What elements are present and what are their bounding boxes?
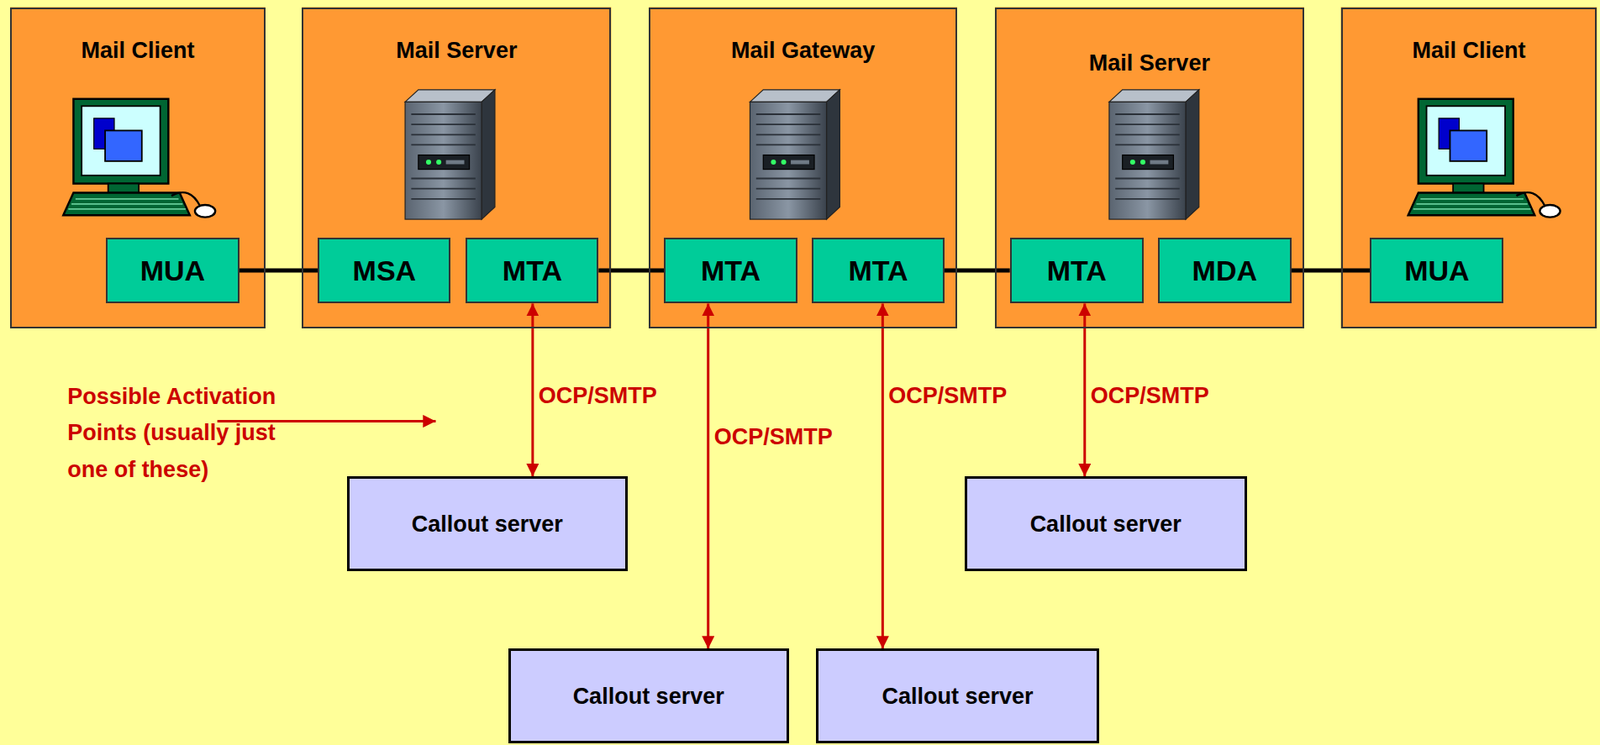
- host-fill: [301, 7, 611, 330]
- protocol-link: [881, 303, 885, 649]
- agent-box: MTA: [465, 237, 599, 305]
- agent-label: MTA: [502, 253, 563, 288]
- host-box: Mail ClientMUA: [10, 7, 266, 330]
- mail-link: [944, 268, 1011, 273]
- host-fill: [10, 7, 266, 330]
- agent-box: MUA: [1369, 237, 1504, 305]
- server-icon: [750, 89, 841, 220]
- agent-label: MSA: [352, 253, 417, 288]
- computer-icon: [63, 99, 216, 218]
- agent-box: MTA: [1010, 237, 1144, 305]
- agent-label: MUA: [1404, 253, 1469, 288]
- callout-server-box: Callout server: [815, 648, 1099, 744]
- callout-server-box: Callout server: [347, 476, 628, 572]
- edge-label: OCP/SMTP: [886, 382, 1009, 410]
- agent-label: MTA: [700, 253, 761, 288]
- agent-box: MSA: [317, 237, 451, 305]
- host-title: Mail Gateway: [731, 36, 875, 64]
- protocol-link: [531, 303, 534, 477]
- computer-icon: [1408, 99, 1561, 218]
- protocol-link: [706, 303, 710, 649]
- agent-label: MTA: [1047, 253, 1107, 288]
- agent-box: MTA: [811, 237, 945, 305]
- edge-label: OCP/SMTP: [536, 382, 659, 410]
- edge-label: OCP/SMTP: [712, 423, 835, 451]
- host-fill: [648, 7, 958, 330]
- agent-box: MUA: [105, 237, 240, 305]
- note-text: Possible Activation Points (usually just…: [67, 378, 295, 490]
- mail-link: [239, 268, 319, 273]
- host-title: Mail Client: [80, 36, 195, 64]
- agent-box: MTA: [663, 237, 798, 305]
- agent-label: MTA: [847, 253, 908, 288]
- host-fill: [1341, 7, 1598, 330]
- server-label: Callout server: [573, 683, 725, 711]
- server-label: Callout server: [411, 510, 564, 538]
- host-box: Mail GatewayMTA MTA: [648, 7, 958, 330]
- illustrations: [63, 89, 1560, 422]
- host-box: Mail ServerMSA MTA: [301, 7, 611, 330]
- protocol-link: [1083, 303, 1086, 477]
- server-icon: [1109, 89, 1200, 220]
- host-fill: [994, 7, 1305, 330]
- host-box: Mail ClientMUA: [1341, 7, 1598, 330]
- host-title: Mail Server: [395, 36, 517, 64]
- agent-label: MUA: [140, 253, 206, 288]
- callout-server-box: Callout server: [964, 476, 1248, 572]
- agent-box: MDA: [1157, 237, 1292, 305]
- agent-label: MDA: [1192, 253, 1258, 288]
- edge-label: OCP/SMTP: [1089, 382, 1211, 410]
- host-title: Mail Server: [1089, 49, 1211, 77]
- server-icon: [405, 89, 495, 220]
- mail-link: [598, 268, 664, 273]
- server-label: Callout server: [1030, 510, 1182, 538]
- host-title: Mail Client: [1411, 36, 1526, 64]
- server-label: Callout server: [882, 683, 1034, 711]
- host-box: Mail ServerMTA MDA: [994, 7, 1305, 330]
- callout-server-box: Callout server: [508, 648, 790, 744]
